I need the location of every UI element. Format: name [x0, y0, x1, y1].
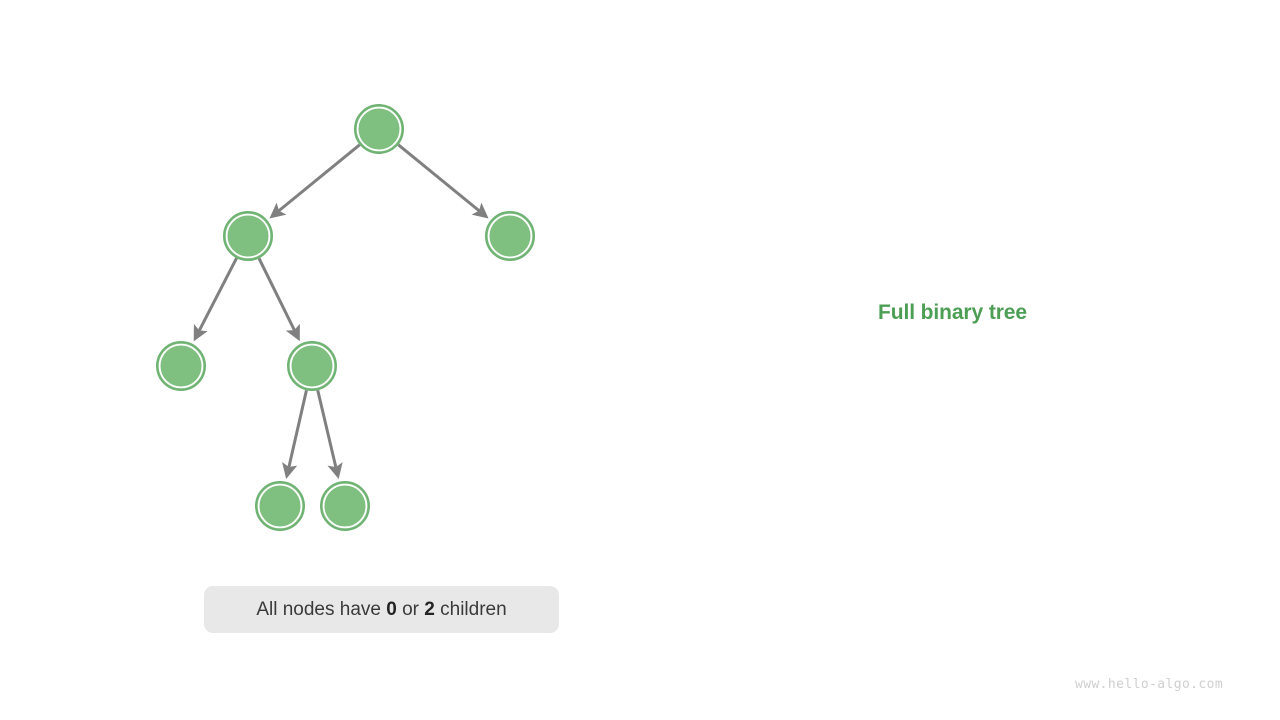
- tree-node-body: [292, 346, 332, 386]
- tree-node: [354, 104, 404, 154]
- tree-edge: [282, 390, 308, 479]
- tree-node-body: [161, 346, 201, 386]
- caption-bold-zero: 0: [386, 598, 397, 620]
- tree-node-inner-gap: [158, 343, 204, 389]
- tree-node-body: [325, 486, 365, 526]
- tree-edge: [316, 389, 343, 480]
- tree-node-inner-gap: [322, 483, 368, 529]
- watermark: www.hello-algo.com: [1075, 677, 1224, 692]
- page-title: Full binary tree: [878, 301, 1027, 324]
- tree-edge: [397, 143, 489, 219]
- tree-node: [255, 481, 305, 531]
- tree-edge: [269, 143, 361, 219]
- tree-node-body: [228, 216, 268, 256]
- tree-node-inner-gap: [225, 213, 271, 259]
- caption-bold-two: 2: [424, 598, 435, 620]
- tree-node: [485, 211, 535, 261]
- tree-edge: [257, 257, 300, 342]
- caption-middle: or: [396, 598, 425, 620]
- tree-edge: [193, 257, 238, 342]
- tree-node-layer: [156, 104, 535, 531]
- tree-node: [156, 341, 206, 391]
- tree-node: [223, 211, 273, 261]
- caption-box: All nodes have 0 or 2 children: [204, 586, 559, 633]
- tree-node-inner-gap: [289, 343, 335, 389]
- tree-edge-layer: [193, 143, 489, 480]
- tree-node: [287, 341, 337, 391]
- caption-text: All nodes have 0 or 2 children: [256, 599, 506, 621]
- tree-node-inner-gap: [257, 483, 303, 529]
- caption-prefix: All nodes have: [256, 598, 387, 620]
- tree-node-body: [490, 216, 530, 256]
- tree-node: [320, 481, 370, 531]
- caption-suffix: children: [434, 598, 507, 620]
- tree-node-inner-gap: [356, 106, 402, 152]
- tree-node-inner-gap: [487, 213, 533, 259]
- tree-node-body: [260, 486, 300, 526]
- tree-node-body: [359, 109, 399, 149]
